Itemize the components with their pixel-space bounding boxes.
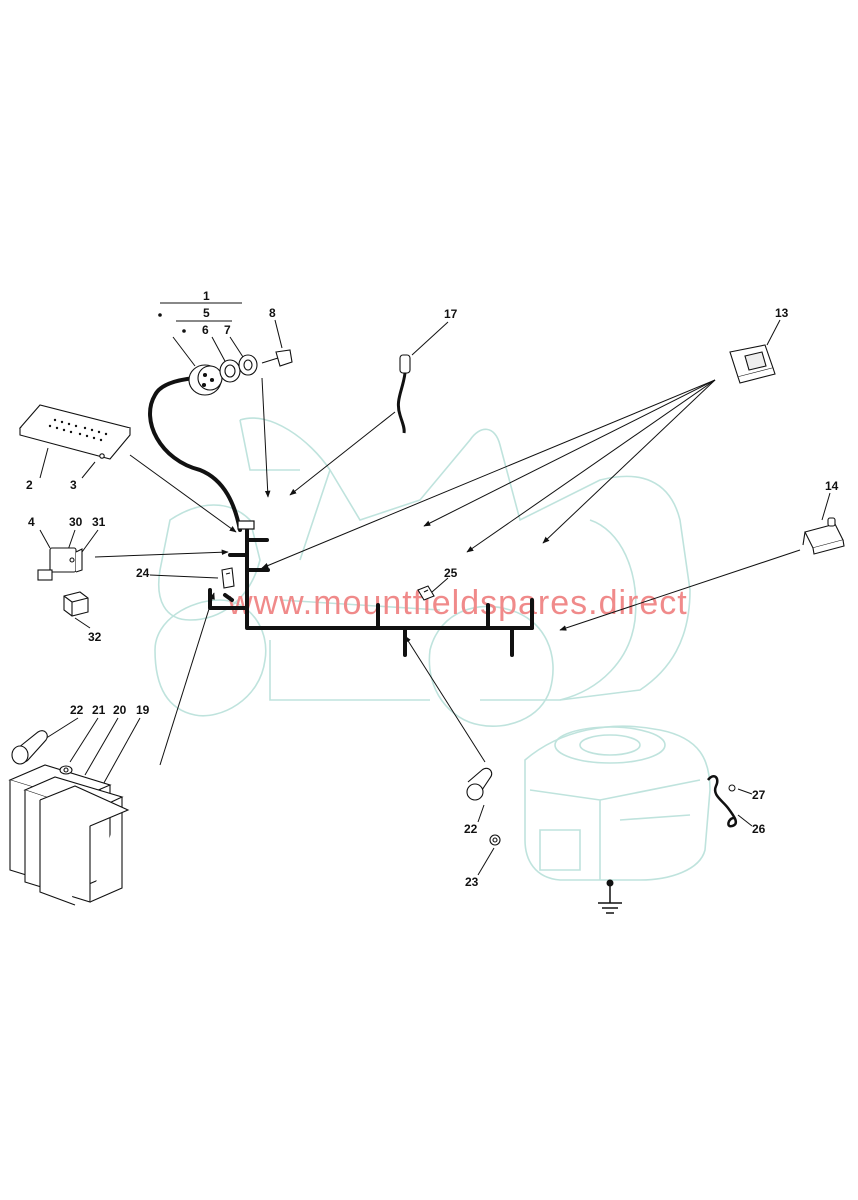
- harness-clip-icon: [417, 585, 435, 601]
- earth-cable-icon: [707, 775, 738, 828]
- callout-31: 31: [92, 515, 106, 529]
- callout-1: 1: [203, 289, 210, 303]
- ground-terminal-dot: [606, 879, 614, 887]
- callout-5: 5: [203, 306, 210, 320]
- callout-27: 27: [752, 788, 766, 802]
- callout-25: 25: [444, 566, 458, 580]
- rocker-switch-icon: [729, 344, 776, 384]
- ignition-key-icon: [261, 349, 293, 367]
- callout-7: 7: [224, 323, 231, 337]
- nut-icon: [489, 834, 501, 846]
- callout-30: 30: [69, 515, 83, 529]
- battery-icon: [8, 764, 130, 906]
- callout-21: 21: [92, 703, 106, 717]
- harness-connector-top: [237, 520, 255, 530]
- callout-22-left: 22: [70, 703, 84, 717]
- terminal-cover-right-icon: [466, 767, 493, 801]
- terminal-cover-icon: [11, 730, 48, 765]
- callout-32: 32: [88, 630, 102, 644]
- bullet-dot: [158, 313, 162, 317]
- leader-arrows: [39, 302, 831, 876]
- callout-6: 6: [202, 323, 209, 337]
- callout-17: 17: [444, 307, 458, 321]
- callout-26: 26: [752, 822, 766, 836]
- micro-switch-icon: [802, 517, 845, 555]
- callout-14: 14: [825, 479, 839, 493]
- relay-cube-icon: [63, 591, 89, 617]
- callout-8: 8: [269, 306, 276, 320]
- callout-19: 19: [136, 703, 150, 717]
- ignition-switch-assembly: [188, 354, 258, 396]
- cable-clip-icon: [221, 567, 235, 589]
- fuse-board-icon: [19, 404, 131, 460]
- bullet-dot: [182, 329, 186, 333]
- watermark-text: www.mountfieldspares.direct: [227, 584, 688, 622]
- ground-symbol-icon: [598, 885, 622, 914]
- callout-20: 20: [113, 703, 127, 717]
- callout-23: 23: [465, 875, 479, 889]
- callout-24: 24: [136, 566, 150, 580]
- callout-3: 3: [70, 478, 77, 492]
- callout-4: 4: [28, 515, 35, 529]
- bullet-connector-icon: [396, 354, 411, 434]
- screw-icon: [728, 784, 736, 792]
- main-wiring-harness: [148, 376, 534, 657]
- ghost-tractor-outline: [154, 417, 691, 727]
- relay-icon: [37, 547, 83, 581]
- callout-22-right: 22: [464, 822, 478, 836]
- callout-13: 13: [775, 306, 789, 320]
- ghost-engine-outline: [524, 725, 711, 881]
- callout-2: 2: [26, 478, 33, 492]
